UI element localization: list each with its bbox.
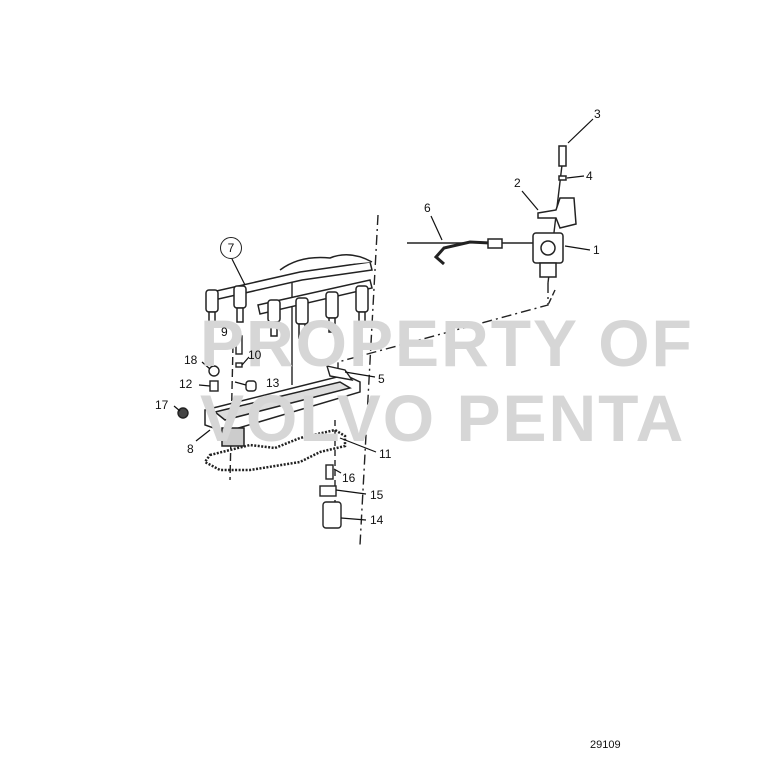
callout-2: 2 <box>514 176 521 190</box>
callout-3: 3 <box>594 107 601 121</box>
callout-8: 8 <box>187 442 194 456</box>
sensor-17 <box>177 407 189 419</box>
callout-15: 15 <box>370 488 384 502</box>
watermark-line-1: PROPERTY OF <box>200 306 694 380</box>
fuel-rail-assembly <box>205 254 373 339</box>
callout-6: 6 <box>424 201 431 215</box>
callout-14: 14 <box>370 513 384 527</box>
pump-assembly <box>433 145 577 278</box>
callout-18: 18 <box>184 353 198 367</box>
sensor-13 <box>245 380 257 392</box>
callout-13: 13 <box>266 376 280 390</box>
callout-9: 9 <box>221 325 228 339</box>
assembly-line-pump <box>547 289 556 306</box>
bolt-3 <box>558 145 567 167</box>
small-parts <box>177 335 354 529</box>
bolt-9 <box>235 335 243 355</box>
plug-18 <box>208 365 220 377</box>
callout-7: 7 <box>220 237 242 259</box>
washer-4 <box>558 175 567 181</box>
callout-10: 10 <box>248 348 262 362</box>
figure-id: 29109 <box>590 739 621 751</box>
watermark-line-2: VOLVO PENTA <box>200 381 686 455</box>
callout-11: 11 <box>379 447 392 461</box>
gasket <box>203 428 347 472</box>
leader-lines <box>173 118 594 521</box>
manifold-plate <box>204 374 361 447</box>
clamp-15 <box>319 485 337 497</box>
solenoid-14 <box>322 501 342 529</box>
fuel-line-6 <box>433 240 491 266</box>
gasket-plate-5 <box>325 365 354 381</box>
assembly-line-main <box>359 214 379 546</box>
callout-4: 4 <box>586 169 593 183</box>
callout-5: 5 <box>378 372 385 386</box>
callout-12: 12 <box>179 377 193 391</box>
callout-17: 17 <box>155 398 169 412</box>
bracket-2 <box>537 197 577 229</box>
callout-1: 1 <box>593 243 600 257</box>
bolt-16 <box>325 464 334 480</box>
callout-16: 16 <box>342 471 356 485</box>
